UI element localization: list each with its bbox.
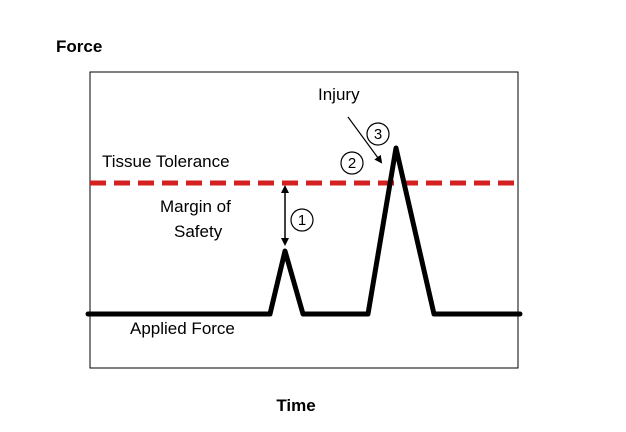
marker-3: 3 [366, 122, 390, 146]
marker-1-circle [290, 208, 314, 232]
margin-of-safety-label-line1: Margin of [160, 197, 231, 216]
marker-3-number: 3 [374, 126, 382, 143]
marker-2-number: 2 [348, 155, 356, 172]
marker-1-number: 1 [298, 212, 306, 229]
y-axis-label: Force [56, 37, 102, 56]
marker-2-circle [340, 151, 364, 175]
applied-force-curve [85, 145, 523, 317]
marker-1: 1 [290, 208, 314, 232]
marker-2: 2 [340, 151, 364, 175]
applied-force-label: Applied Force [130, 319, 235, 338]
margin-of-safety-label-line2: Safety [174, 222, 223, 241]
tissue-tolerance-label: Tissue Tolerance [102, 152, 230, 171]
marker-3-circle [366, 122, 390, 146]
x-axis-label: Time [276, 396, 315, 415]
injury-label: Injury [318, 85, 360, 104]
plot-frame [89, 71, 519, 369]
injury-arrow [347, 116, 383, 164]
